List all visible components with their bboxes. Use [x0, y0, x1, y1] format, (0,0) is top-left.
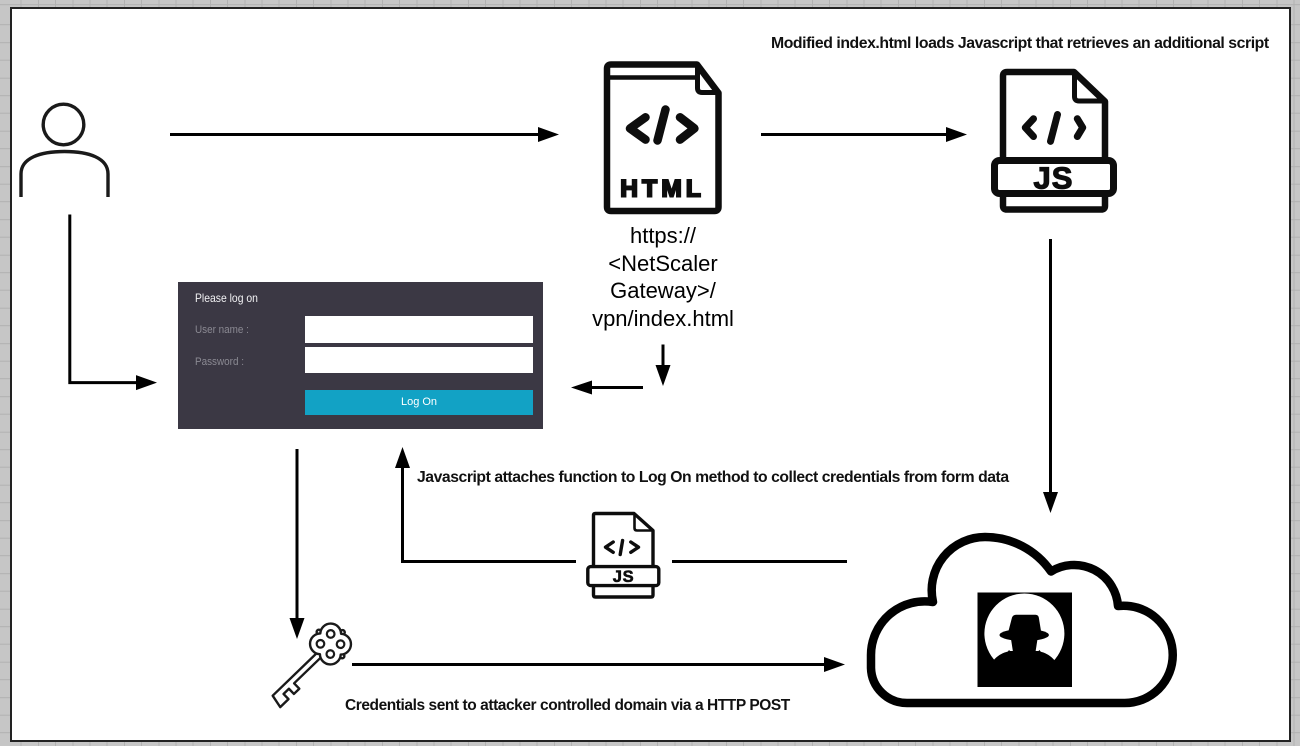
svg-text:HTML: HTML — [620, 176, 705, 203]
svg-text:JS: JS — [613, 568, 634, 586]
svg-text:JS: JS — [1034, 160, 1074, 195]
